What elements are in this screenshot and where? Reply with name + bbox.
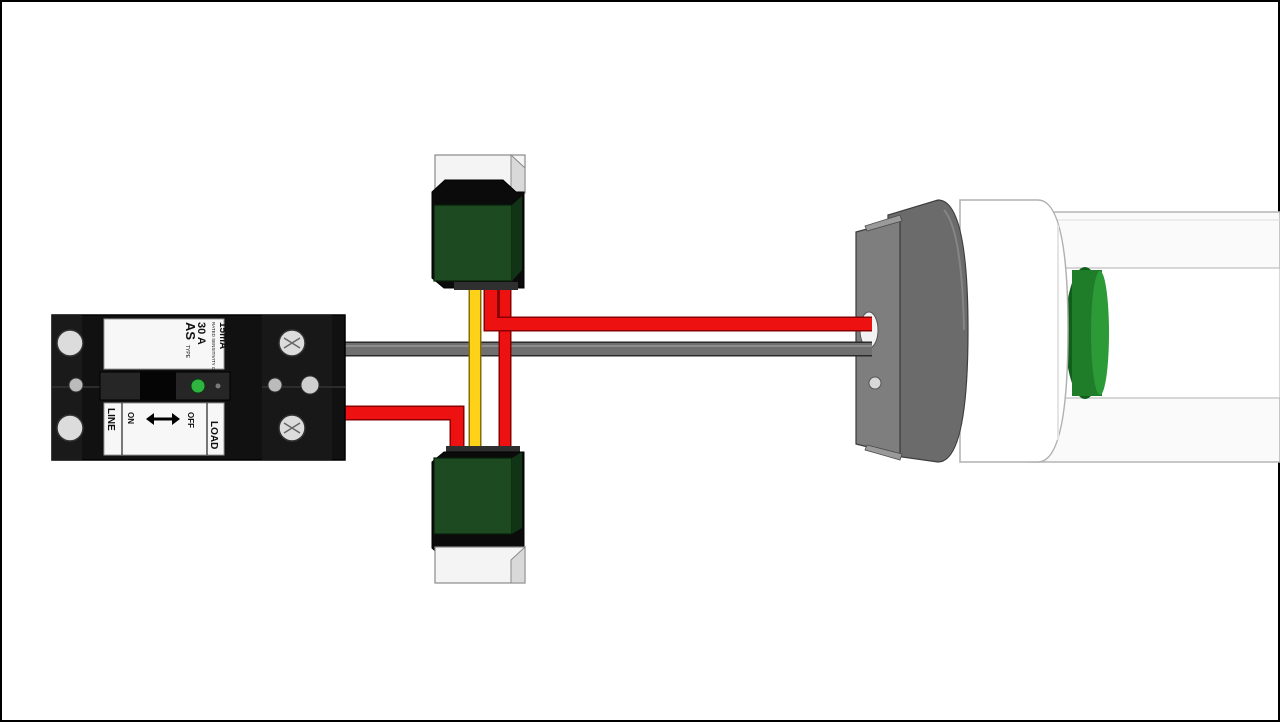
lamp-end-plate <box>887 199 969 463</box>
wires <box>318 288 872 455</box>
terminal-screw <box>56 329 84 357</box>
connector-body <box>433 457 513 535</box>
rating-label <box>103 318 225 370</box>
hot-wire-lamp <box>485 288 872 330</box>
terminal-screw <box>56 414 84 442</box>
circuit-breaker: AS TYPE 30 A RATED SENSITIVITY CURRENT 1… <box>51 314 346 461</box>
load-label: LOAD <box>208 421 219 449</box>
test-button[interactable] <box>190 378 206 394</box>
breaker-type-suffix: TYPE <box>184 345 190 359</box>
top-connector <box>431 153 526 290</box>
hot-wire-supply <box>318 407 463 455</box>
connector-body <box>433 204 513 282</box>
line-label: LINE <box>105 408 116 431</box>
double-arrow-icon <box>146 413 180 425</box>
rated-sensitivity-text: RATED SENSITIVITY CURRENT <box>211 322 216 389</box>
on-label: ON <box>126 412 135 424</box>
fluorescent-lamp <box>855 199 1280 463</box>
breaker-type: AS <box>183 322 198 340</box>
switch-label <box>103 402 225 456</box>
bottom-connector <box>431 446 526 584</box>
lamp-holder <box>959 199 1069 463</box>
breaker-sensitivity: 15mA <box>217 322 228 349</box>
off-label: OFF <box>186 412 195 428</box>
breaker-rating: 30 A <box>195 322 207 345</box>
toggle-lever[interactable] <box>140 372 176 400</box>
